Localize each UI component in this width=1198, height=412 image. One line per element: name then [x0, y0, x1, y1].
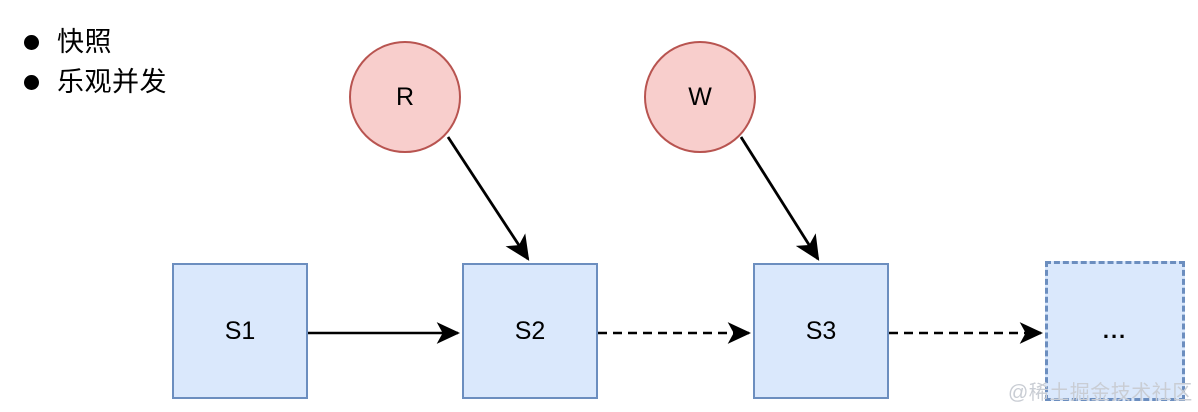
- bullet-dot-icon: [24, 34, 39, 50]
- node-label: S3: [805, 316, 837, 345]
- node-label: R: [395, 82, 415, 111]
- bullet-item-label: 乐观并发: [57, 67, 167, 97]
- node-r[interactable]: R: [349, 41, 461, 153]
- bullet-item-label: 快照: [57, 27, 112, 57]
- edge-r-to-s2: [446, 136, 530, 261]
- list-item: 快照: [24, 22, 167, 62]
- node-s2[interactable]: S2: [462, 263, 598, 399]
- node-label: S1: [224, 316, 256, 345]
- watermark: @稀土掘金技术社区: [1008, 382, 1193, 404]
- bullet-dot-icon: [24, 74, 39, 90]
- node-label: W: [688, 82, 712, 111]
- bullet-list: 快照 乐观并发: [24, 22, 167, 102]
- node-s3[interactable]: S3: [753, 263, 889, 399]
- list-item: 乐观并发: [24, 62, 167, 102]
- node-s1[interactable]: S1: [172, 263, 308, 399]
- node-more-placeholder[interactable]: ...: [1045, 261, 1185, 401]
- node-label: ...: [1102, 318, 1128, 343]
- edge-w-to-s3: [739, 136, 820, 261]
- node-w[interactable]: W: [644, 41, 756, 153]
- node-label: S2: [514, 316, 546, 345]
